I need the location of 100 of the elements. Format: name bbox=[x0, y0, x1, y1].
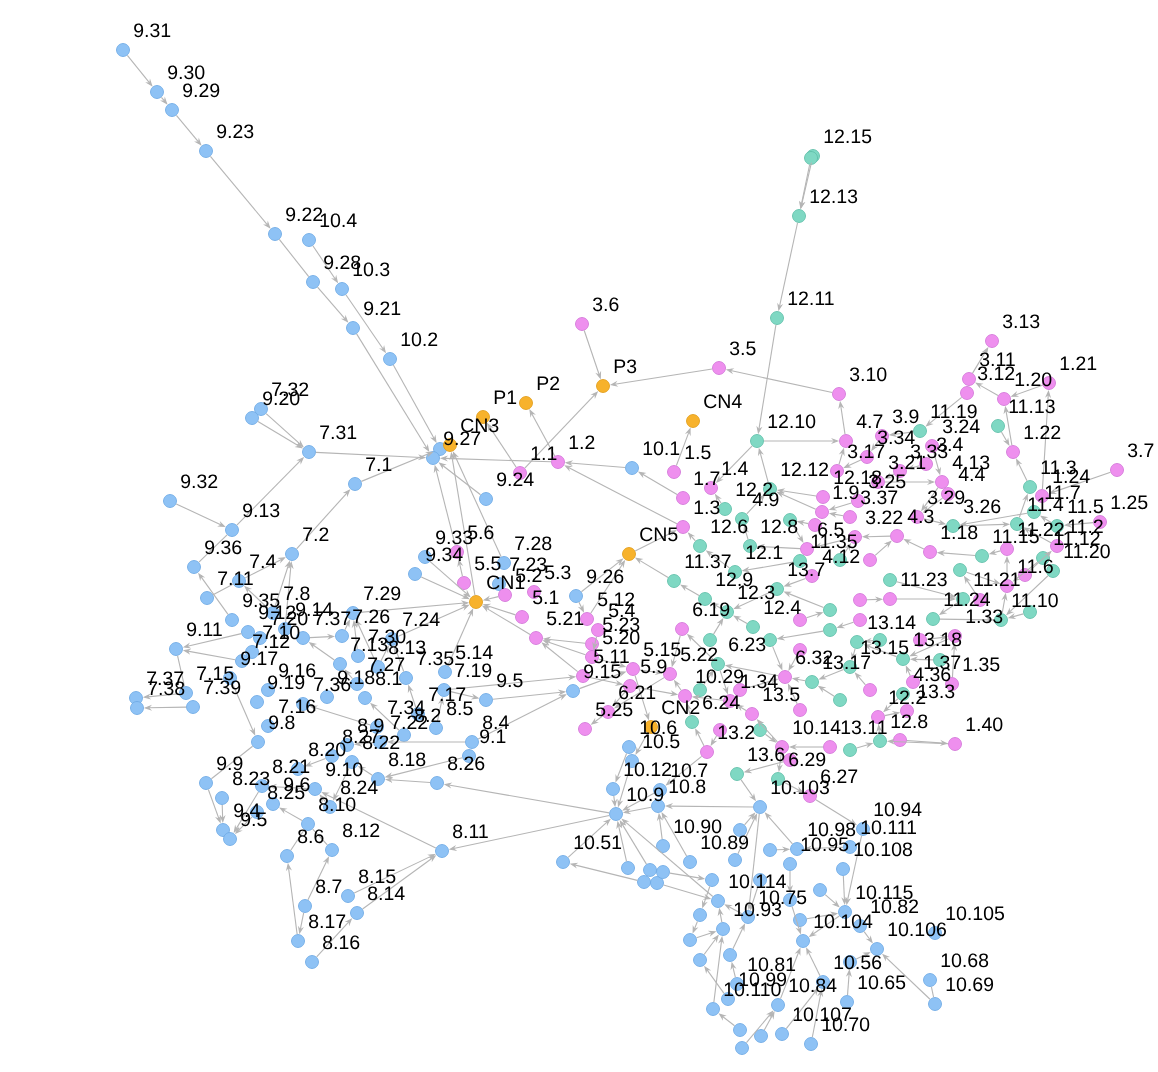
arrow bbox=[279, 807, 303, 822]
node-label: 10.14 bbox=[793, 720, 841, 735]
node-label: 7.24 bbox=[403, 612, 440, 626]
node-label: 10.108 bbox=[854, 842, 912, 857]
arrow bbox=[175, 114, 202, 146]
node-label: 1.5 bbox=[685, 445, 711, 460]
node-label: 11.23 bbox=[901, 572, 947, 587]
node-label: 10.114 bbox=[729, 874, 786, 889]
node-label: 8.26 bbox=[448, 756, 485, 771]
node-label: 7.11 bbox=[218, 571, 253, 585]
node-label: CN5 bbox=[640, 527, 678, 542]
node-label: 13.11 bbox=[841, 720, 887, 735]
node-label: 10.84 bbox=[789, 978, 837, 993]
arrow bbox=[1023, 527, 1052, 544]
node-label: 3.7 bbox=[1127, 443, 1154, 458]
arrow bbox=[635, 732, 649, 755]
arrow bbox=[783, 781, 804, 793]
node-label: 9.13 bbox=[243, 503, 280, 518]
node-label: 1.34 bbox=[741, 674, 778, 689]
arrow bbox=[160, 96, 168, 105]
node-label: 9.36 bbox=[205, 540, 242, 555]
node-label: CN3 bbox=[461, 418, 499, 433]
node-label: 13.14 bbox=[868, 615, 916, 630]
node-label: 13.2 bbox=[718, 725, 755, 740]
node-label: 10.81 bbox=[748, 957, 796, 972]
node-label: P2 bbox=[537, 376, 560, 390]
node-label: 8.6 bbox=[298, 829, 324, 844]
node-label: 5.1 bbox=[533, 590, 559, 605]
node-label: 8.23 bbox=[233, 771, 270, 786]
node-label: 8.20 bbox=[309, 742, 346, 757]
node-label: 7.26 bbox=[353, 609, 390, 624]
node-label: 11.20 bbox=[1064, 544, 1110, 559]
node-label: 8.4 bbox=[483, 715, 509, 730]
connector-line bbox=[212, 583, 234, 596]
node-label: 8.24 bbox=[341, 780, 378, 795]
node-label: 10.82 bbox=[871, 899, 918, 914]
connector-line bbox=[198, 534, 228, 563]
node-label: 12.3 bbox=[738, 585, 775, 600]
node-label: 11.24 bbox=[944, 592, 990, 606]
node-label: 9.10 bbox=[326, 762, 363, 777]
node-label: 3.5 bbox=[729, 341, 756, 356]
node-label: CN2 bbox=[662, 700, 700, 715]
node-label: 7.39 bbox=[204, 680, 241, 695]
node-label: 7.8 bbox=[284, 586, 310, 601]
node-label: 9.34 bbox=[426, 547, 463, 562]
node-label: 1.25 bbox=[1111, 495, 1148, 510]
node-label: 7.2 bbox=[303, 527, 329, 541]
node-label: 5.22 bbox=[681, 647, 718, 662]
arrow bbox=[344, 669, 354, 680]
node-label: 11.7 bbox=[1045, 485, 1080, 499]
arrow bbox=[745, 1010, 774, 1044]
arrow bbox=[209, 155, 271, 229]
node-label: 9.29 bbox=[183, 83, 220, 98]
node-label: 8.11 bbox=[453, 824, 488, 839]
node-label: 11.10 bbox=[1012, 593, 1058, 608]
node-label: 7.19 bbox=[455, 663, 492, 678]
node-label: 10.94 bbox=[874, 802, 922, 817]
node-label: 6.24 bbox=[703, 695, 740, 710]
node-label: 7.28 bbox=[515, 536, 552, 551]
node-label: 7.29 bbox=[364, 586, 401, 601]
node-label: CN4 bbox=[704, 394, 742, 409]
node-label: 8.16 bbox=[323, 935, 360, 950]
node-label: 12.11 bbox=[788, 291, 834, 305]
arrow bbox=[319, 794, 327, 803]
connector-line bbox=[930, 986, 935, 998]
node-label: 5.20 bbox=[603, 630, 640, 645]
node-label: 10.106 bbox=[888, 922, 946, 937]
node-label: 10.65 bbox=[858, 975, 906, 990]
node-label: 10.90 bbox=[674, 819, 722, 834]
node-label: 7.31 bbox=[320, 425, 357, 440]
node-label: 9.11 bbox=[187, 622, 222, 637]
node-label: 10.68 bbox=[941, 953, 989, 968]
node-label: 3.24 bbox=[942, 419, 980, 434]
node-label: 7.27 bbox=[368, 657, 405, 671]
node-label: 3.29 bbox=[927, 490, 965, 505]
node-label: 10.98 bbox=[808, 822, 856, 837]
node-label: 13.18 bbox=[914, 632, 962, 647]
arrow bbox=[392, 364, 437, 443]
node-label: 12.12 bbox=[781, 462, 828, 476]
node-label: 10.12 bbox=[624, 762, 671, 777]
node-label: 8.14 bbox=[368, 886, 405, 901]
node-label: 7.17 bbox=[429, 687, 466, 701]
arrow bbox=[975, 382, 999, 397]
node-label: 10.51 bbox=[574, 835, 622, 850]
node-label: 11.21 bbox=[974, 572, 1020, 586]
arrow bbox=[733, 615, 748, 625]
node-label: 10.1 bbox=[643, 441, 680, 456]
arrow bbox=[788, 655, 798, 671]
node-label: 10.8 bbox=[669, 779, 706, 794]
node-label: 1.2 bbox=[569, 435, 595, 449]
node-label: 1.4 bbox=[722, 461, 748, 475]
node-label: 9.8 bbox=[269, 715, 295, 730]
node-label: 1.35 bbox=[963, 657, 1000, 672]
node-label: 13.7 bbox=[788, 562, 825, 577]
node-label: 5.11 bbox=[594, 649, 629, 664]
node-label: 5.15 bbox=[644, 642, 681, 657]
arrow bbox=[763, 1011, 775, 1031]
node-label: 1.20 bbox=[1015, 372, 1052, 387]
node-label: P3 bbox=[614, 359, 637, 374]
node-label: 10.104 bbox=[814, 914, 873, 929]
